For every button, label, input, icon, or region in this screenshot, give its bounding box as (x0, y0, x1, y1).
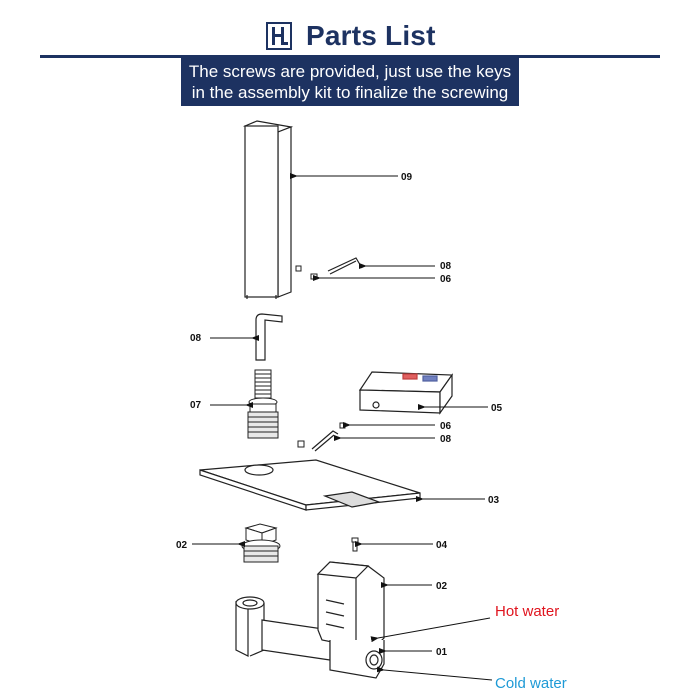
label-06b: 06 (440, 421, 452, 432)
leader-cold-water (376, 666, 493, 681)
part-08-allen-key-large (255, 313, 283, 361)
label-08c: 08 (440, 434, 452, 445)
label-08a: 08 (440, 261, 452, 272)
header: Parts List (0, 16, 700, 56)
part-06-grub-screw-lower (297, 422, 346, 448)
banner-line-2: in the assembly kit to finalize the scre… (191, 83, 509, 102)
part-06-grub-screw (295, 265, 318, 280)
label-07: 07 (190, 400, 202, 411)
label-03: 03 (488, 495, 500, 506)
part-02-nut (241, 523, 281, 563)
part-01-valve-body (235, 561, 385, 679)
hot-water-label: Hot water (495, 603, 559, 620)
part-03-cover-plate (199, 459, 421, 511)
label-09: 09 (401, 172, 413, 183)
part-09-spout (242, 120, 294, 299)
label-02b: 02 (436, 581, 448, 592)
cold-water-label: Cold water (495, 675, 567, 692)
part-07-cartridge (247, 369, 279, 439)
label-04: 04 (436, 540, 448, 551)
label-06a: 06 (440, 274, 452, 285)
banner-line-1: The screws are provided, just use the ke… (188, 62, 512, 81)
part-08-allen-key-lower (311, 430, 339, 452)
label-02a: 02 (176, 540, 188, 551)
part-04-screw (351, 537, 359, 552)
label-08b: 08 (190, 333, 202, 344)
part-08-allen-key-small (327, 257, 363, 275)
instruction-banner: The screws are provided, just use the ke… (181, 58, 519, 106)
label-01: 01 (436, 647, 448, 658)
brand-logo-icon (266, 22, 292, 50)
page-title: Parts List (306, 20, 436, 51)
part-05-handle (358, 371, 454, 415)
label-05: 05 (491, 403, 503, 414)
title-rule (40, 55, 660, 58)
leader-hot-water (370, 617, 491, 643)
